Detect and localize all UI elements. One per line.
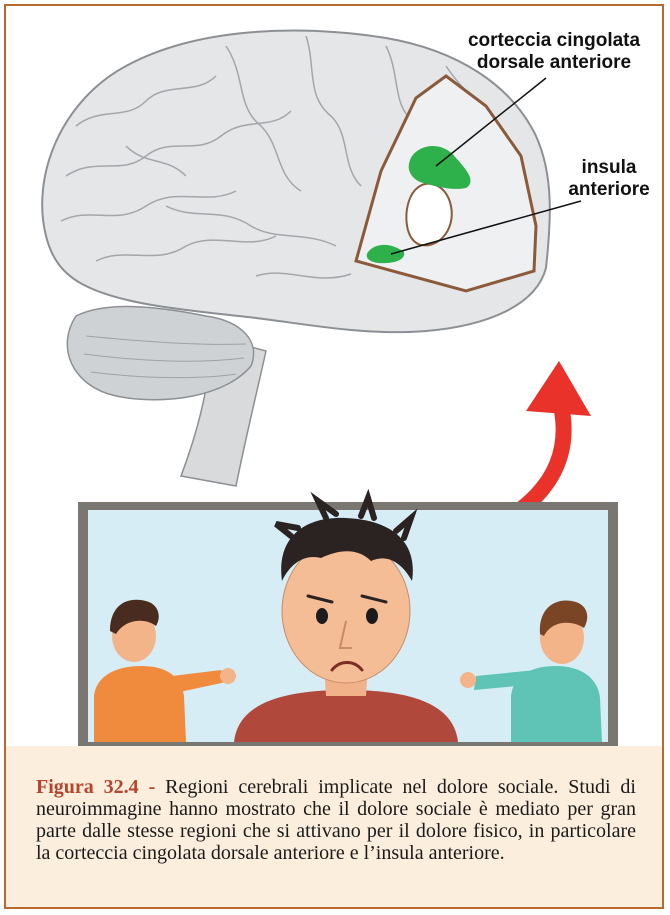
figure-illustration — [6, 6, 662, 746]
figure-frame: corteccia cingolata dorsale anteriore in… — [4, 4, 664, 909]
acc-label: corteccia cingolata dorsale anteriore — [444, 30, 664, 74]
insula-label-line1: insula — [554, 157, 664, 179]
acc-label-line1: corteccia cingolata — [444, 30, 664, 52]
figure-caption: Figura 32.4 - Regioni cerebrali implicat… — [36, 776, 636, 864]
acc-label-line2: dorsale anteriore — [444, 52, 664, 74]
insula-label-line2: anteriore — [554, 179, 664, 201]
figure-id: Figura 32.4 — [36, 776, 139, 798]
caption-separator: - — [139, 776, 165, 798]
brain-illustration — [42, 31, 581, 486]
insula-label: insula anteriore — [554, 157, 664, 201]
figure-illustration-area: corteccia cingolata dorsale anteriore in… — [6, 6, 662, 746]
